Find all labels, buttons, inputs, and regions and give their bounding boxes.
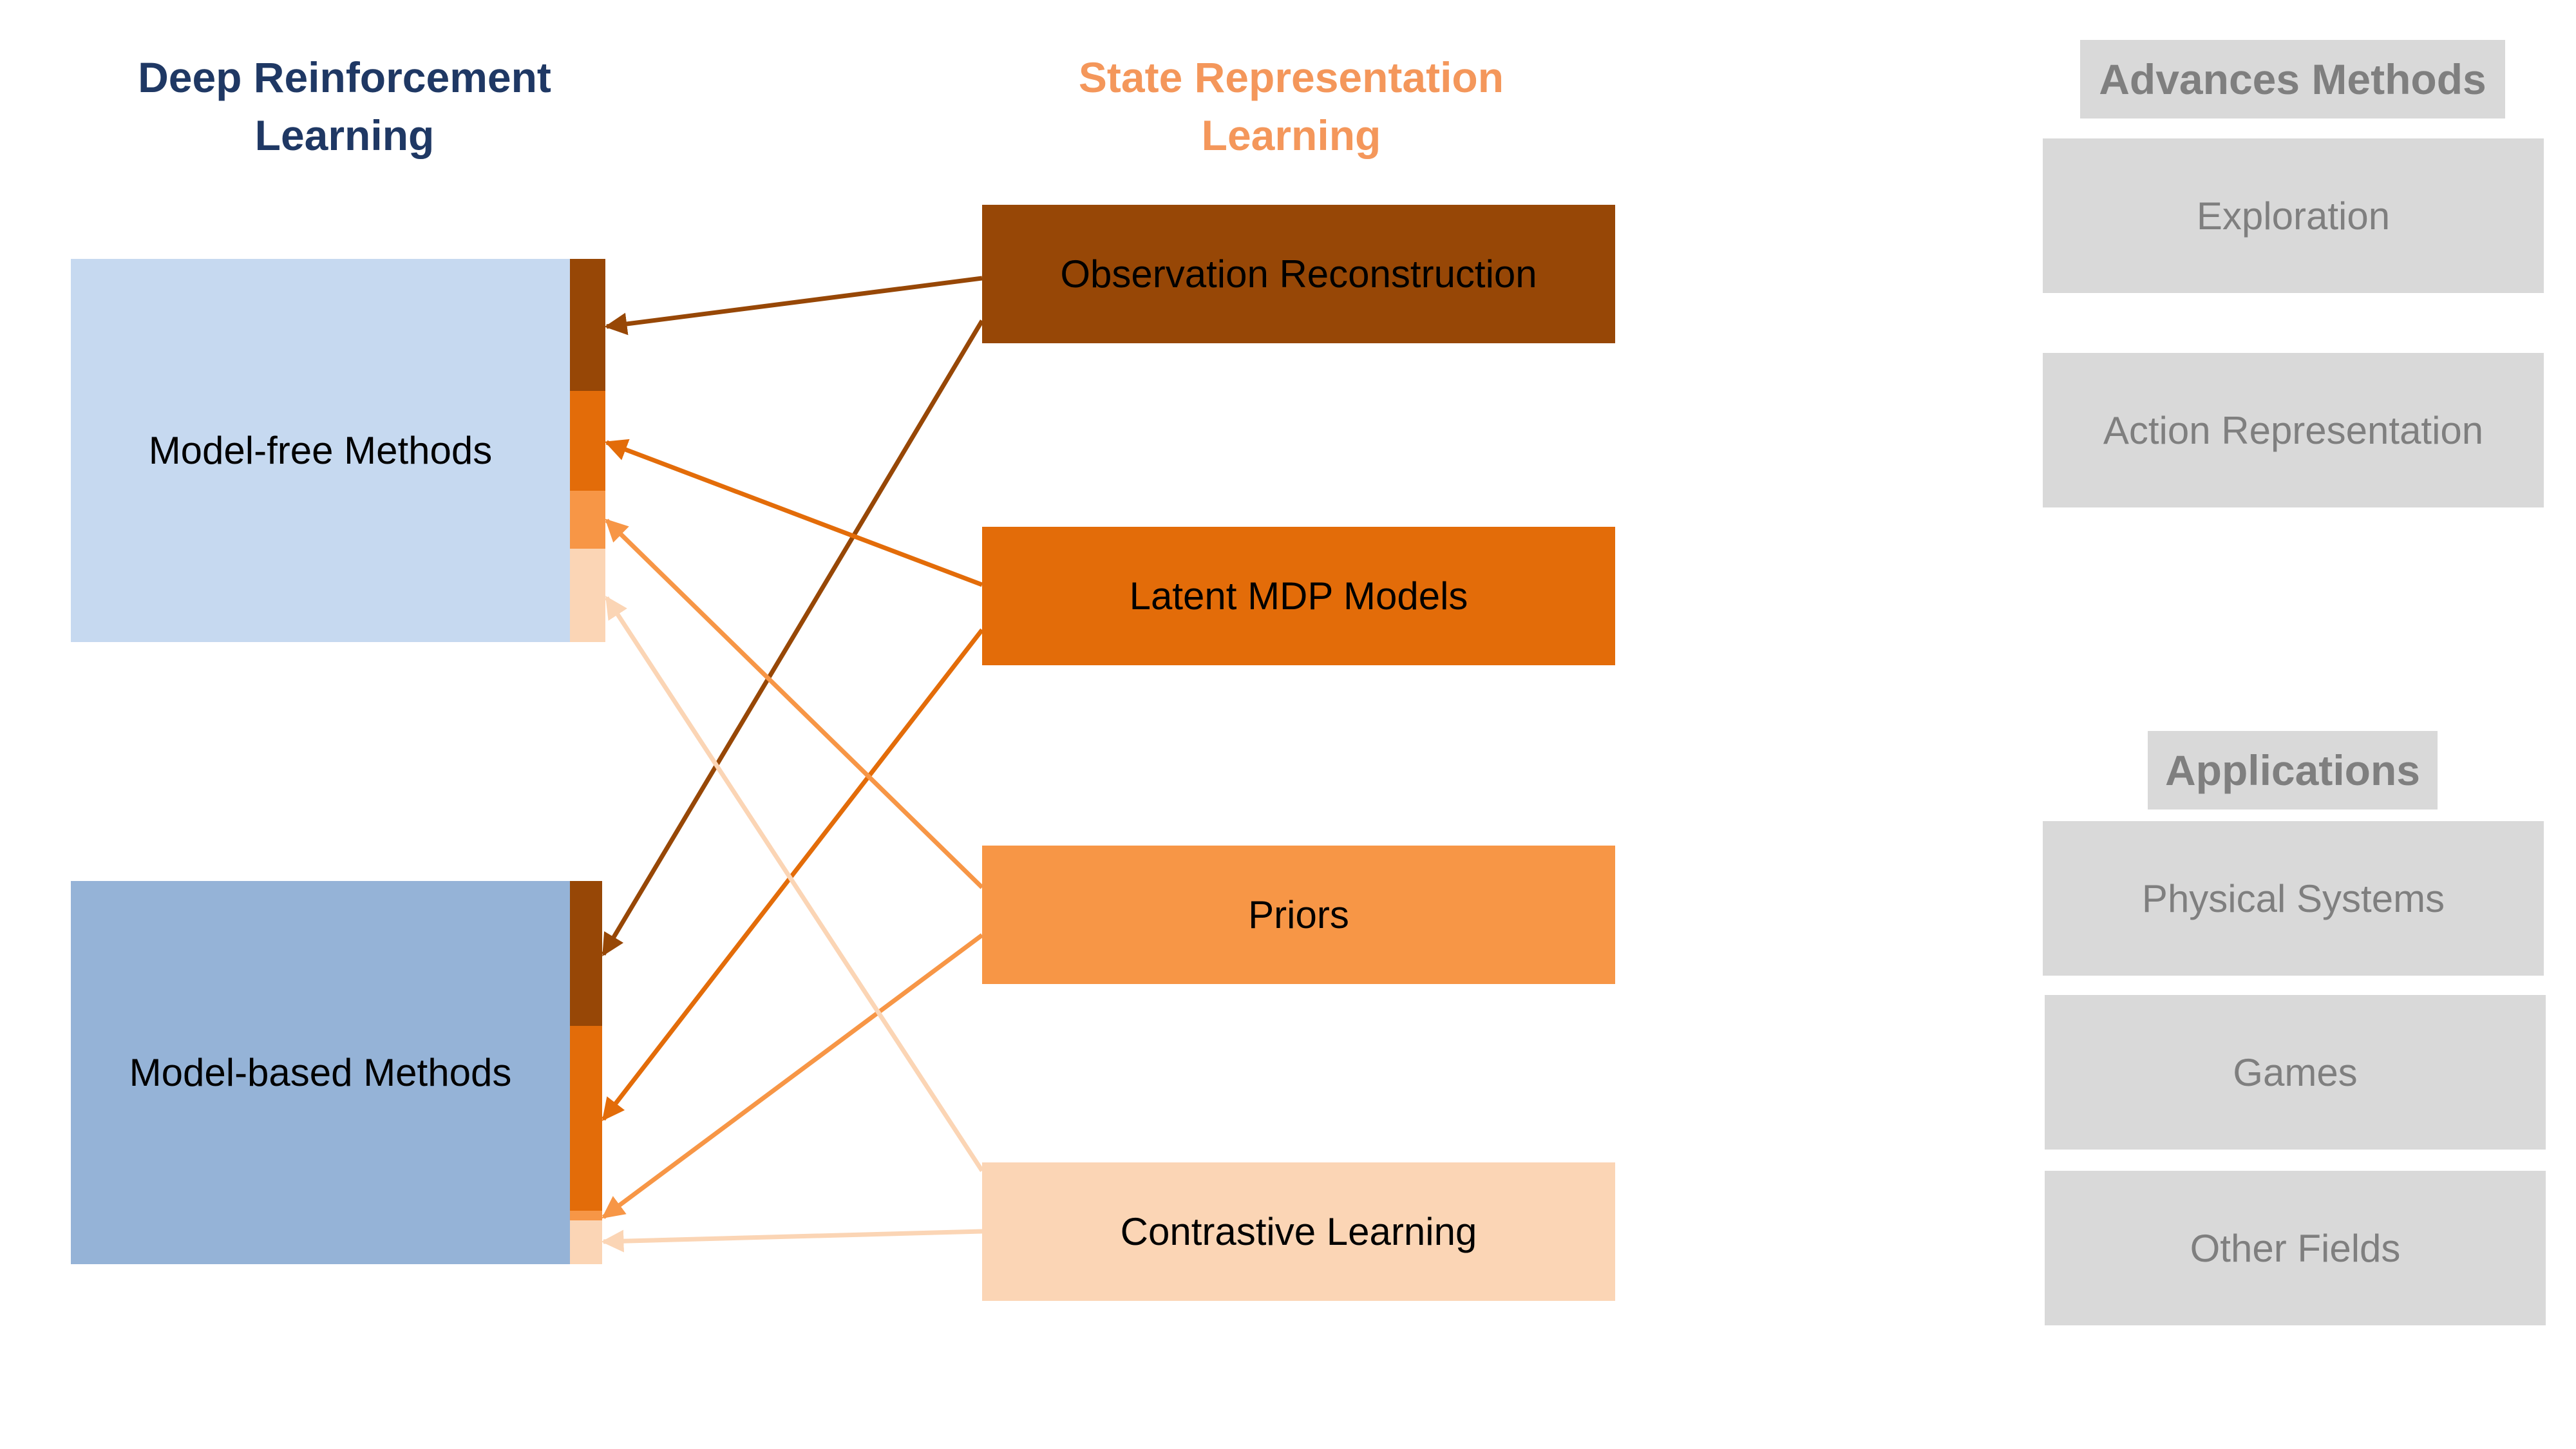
- model-free-label: Model-free Methods: [148, 429, 493, 472]
- drl-heading: Deep Reinforcement Learning: [90, 48, 599, 164]
- priors-box: Priors: [982, 846, 1615, 984]
- model-free-stripe-latent: [570, 391, 605, 491]
- action-representation-box: Action Representation: [2043, 353, 2544, 507]
- priors-label: Priors: [1248, 893, 1349, 936]
- srl-heading: State Representation Learning: [1037, 48, 1546, 164]
- arrow-priors-to-model-based: [601, 933, 984, 1219]
- action-representation-label: Action Representation: [2103, 408, 2484, 452]
- observation-reconstruction-box: Observation Reconstruction: [982, 205, 1615, 343]
- model-based-stripe-latent: [570, 1026, 602, 1211]
- physical-systems-box: Physical Systems: [2043, 821, 2544, 976]
- model-based-box: Model-based Methods: [71, 881, 570, 1264]
- model-free-stripe-contrastive: [570, 549, 605, 642]
- other-fields-label: Other Fields: [2190, 1226, 2401, 1270]
- physical-systems-label: Physical Systems: [2141, 876, 2445, 920]
- srl-heading-line2: Learning: [1201, 111, 1381, 159]
- model-based-stripe-contrastive: [570, 1220, 602, 1264]
- model-based-stripe-observation: [570, 881, 602, 1026]
- drl-heading-line2: Learning: [254, 111, 435, 159]
- games-label: Games: [2233, 1050, 2358, 1094]
- srl-heading-line1: State Representation: [1078, 53, 1504, 101]
- latent-mdp-box: Latent MDP Models: [982, 527, 1615, 665]
- arrow-observation-to-model-free: [604, 276, 983, 336]
- other-fields-box: Other Fields: [2045, 1171, 2546, 1325]
- latent-mdp-label: Latent MDP Models: [1129, 574, 1468, 618]
- exploration-box: Exploration: [2043, 138, 2544, 293]
- applications-heading: Applications: [2148, 731, 2438, 810]
- arrow-latent-to-model-based: [601, 628, 984, 1121]
- arrow-latent-to-model-free: [604, 439, 983, 587]
- arrow-observation-to-model-based: [601, 319, 985, 957]
- model-free-stripe-observation: [570, 259, 605, 391]
- model-free-stripe-priors: [570, 491, 605, 549]
- exploration-label: Exploration: [2196, 194, 2391, 238]
- model-based-label: Model-based Methods: [129, 1051, 512, 1094]
- drl-heading-line1: Deep Reinforcement: [138, 53, 551, 101]
- contrastive-learning-label: Contrastive Learning: [1120, 1210, 1477, 1253]
- arrow-contrastive-to-model-based: [601, 1229, 983, 1253]
- model-based-stripe-priors: [570, 1211, 602, 1220]
- advances-methods-heading: Advances Methods: [2080, 40, 2505, 118]
- arrow-contrastive-to-model-free: [605, 596, 984, 1172]
- observation-reconstruction-label: Observation Reconstruction: [1060, 252, 1537, 296]
- arrow-priors-to-model-free: [605, 518, 984, 889]
- model-free-box: Model-free Methods: [71, 259, 570, 642]
- games-box: Games: [2045, 995, 2546, 1150]
- contrastive-learning-box: Contrastive Learning: [982, 1162, 1615, 1301]
